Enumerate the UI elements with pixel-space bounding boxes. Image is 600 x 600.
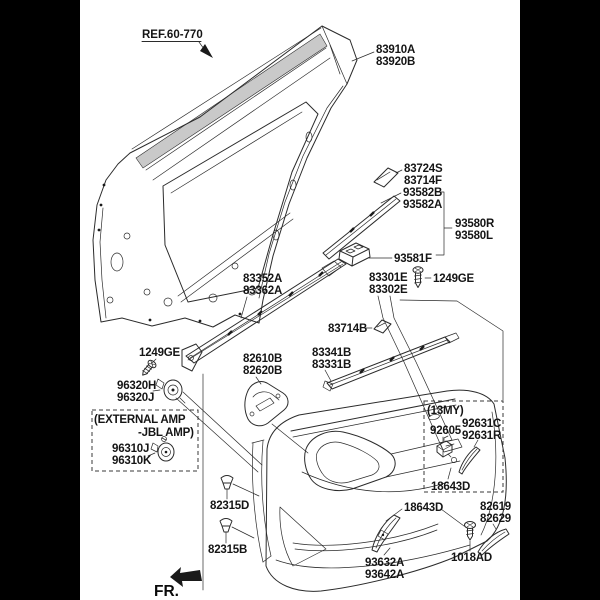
part-label-82315B: 82315B <box>208 544 247 556</box>
amp-box-label-1: (EXTERNAL AMP <box>94 414 186 426</box>
part-label-83331B: 83331B <box>312 359 351 371</box>
part-label-93580R: 93580R <box>455 218 495 230</box>
delta-garnish-83724-drawing <box>373 167 399 188</box>
part-label-82629: 82629 <box>480 513 511 525</box>
part-label-93582A: 93582A <box>403 199 442 211</box>
part-label-83714B: 83714B <box>328 323 367 335</box>
part-label-83301E: 83301E <box>369 272 408 284</box>
part-label-82315D: 82315D <box>210 500 249 512</box>
part-label-1249GE-right: 1249GE <box>433 273 475 285</box>
labels: REF.60-770 83910A 83920B 83724S 83714F 9… <box>94 29 511 581</box>
part-label-82610B: 82610B <box>243 353 282 365</box>
part-label-93642A: 93642A <box>365 569 404 581</box>
trim-panel-drawing <box>251 389 507 592</box>
part-label-83362A: 83362A <box>243 285 282 297</box>
ref-label: REF.60-770 <box>142 29 203 41</box>
screw-1249-left-icon <box>142 359 157 376</box>
clip-82315b-icon <box>219 518 233 533</box>
part-label-96320J: 96320J <box>117 392 154 404</box>
fr-direction-arrow: FR. <box>154 567 202 600</box>
part-label-92631R: 92631R <box>462 430 502 442</box>
part-label-92631C: 92631C <box>462 418 501 430</box>
part-label-93580L: 93580L <box>455 230 493 242</box>
diagram-canvas: REF.60-770 83910A 83920B 83724S 83714F 9… <box>91 25 511 600</box>
clip-82315d-icon <box>220 475 234 490</box>
part-label-18643D: 18643D <box>404 502 443 514</box>
window-switch-93581-drawing <box>338 242 371 267</box>
fr-label: FR. <box>154 583 179 600</box>
leader-lines <box>147 41 504 591</box>
part-label-83724S: 83724S <box>404 163 443 175</box>
part-label-93582B: 93582B <box>403 187 442 199</box>
part-label-83352A: 83352A <box>243 273 282 285</box>
part-label-96320H: 96320H <box>117 380 156 392</box>
my13-box-label: (13MY) <box>427 405 464 417</box>
my13-option-box <box>423 400 504 493</box>
lamp-93632-drawing <box>371 514 401 553</box>
part-label-96310J: 96310J <box>112 443 149 455</box>
part-label-92605: 92605 <box>430 425 462 437</box>
lamp-92605-icon <box>436 435 453 458</box>
amp-option-box <box>91 409 199 472</box>
part-label-18643D-13my: 18643D <box>431 481 470 493</box>
door-frame-drawing <box>92 25 358 328</box>
screw-1018-icon <box>464 521 476 541</box>
part-label-83341B: 83341B <box>312 347 351 359</box>
part-label-93581F: 93581F <box>394 253 432 265</box>
diagram-paper: REF.60-770 83910A 83920B 83724S 83714F 9… <box>80 0 520 600</box>
lens-92631-drawing <box>458 446 481 475</box>
tweeter-96310-icon <box>150 436 175 462</box>
inner-weatherstrip-83341-drawing <box>322 332 460 392</box>
bulb-18643-icon <box>447 453 457 463</box>
tweeter-96320-icon <box>155 378 186 404</box>
part-label-93632A: 93632A <box>365 557 404 569</box>
belt-molding-83352-drawing <box>181 258 347 372</box>
screw-1249-right-icon <box>412 266 424 288</box>
part-label-82620B: 82620B <box>243 365 282 377</box>
amp-box-label-2: -JBL AMP) <box>138 427 194 439</box>
part-label-83920B: 83920B <box>376 56 415 68</box>
part-label-83302E: 83302E <box>369 284 408 296</box>
part-label-1018AD: 1018AD <box>451 552 492 564</box>
part-label-1249GE-left: 1249GE <box>139 347 181 359</box>
part-label-83910A: 83910A <box>376 44 415 56</box>
inside-handle-82610-drawing <box>244 381 289 427</box>
part-label-83714F: 83714F <box>404 175 442 187</box>
lens-82619-drawing <box>477 528 510 556</box>
part-label-82619: 82619 <box>480 501 511 513</box>
clip-83714-drawing <box>373 319 392 334</box>
part-label-96310K: 96310K <box>112 455 152 467</box>
quadrant-garnish-93582-drawing <box>321 195 401 277</box>
